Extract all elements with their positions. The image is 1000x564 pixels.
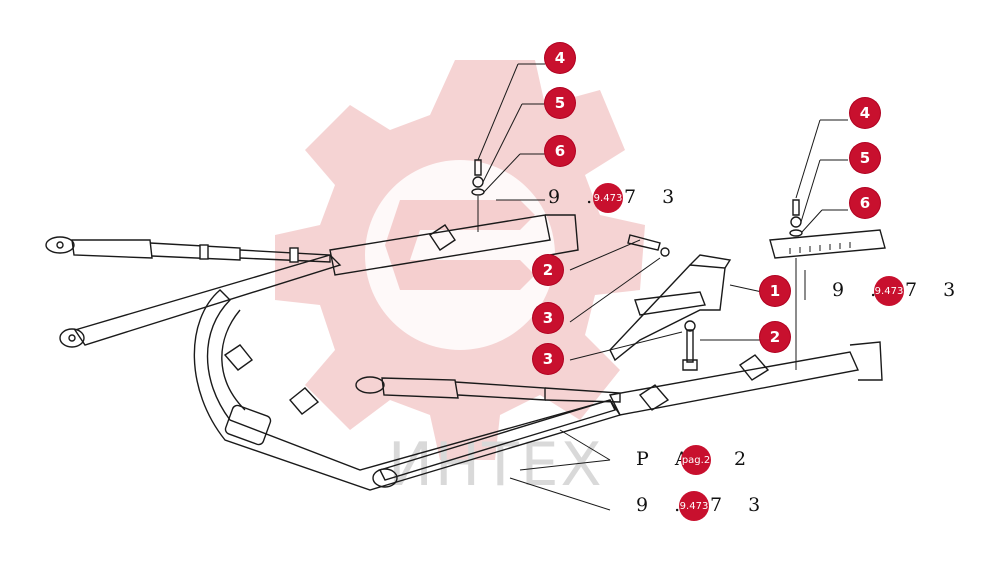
reference-suffix: 7 3 — [905, 279, 966, 301]
reference-prefix: P A — [636, 448, 699, 470]
reference-link[interactable]: 9.473 — [679, 491, 709, 521]
callout-bracket-1[interactable]: 1 — [760, 276, 790, 306]
callout-bolt-right[interactable]: 4 — [850, 98, 880, 128]
callout-bolt-2b[interactable]: 2 — [760, 322, 790, 352]
upper-hydraulic-cylinder — [45, 236, 331, 263]
callout-lock-washer-right[interactable]: 5 — [850, 143, 880, 173]
callout-washer-3b[interactable]: 3 — [533, 344, 563, 374]
callout-flat-washer[interactable]: 6 — [545, 136, 575, 166]
callout-lock-washer[interactable]: 5 — [545, 88, 575, 118]
callout-bolt[interactable]: 4 — [545, 43, 575, 73]
mounting-bracket — [609, 264, 726, 362]
reference-link[interactable]: pag.2 — [681, 445, 711, 475]
callout-washer-3[interactable]: 3 — [533, 303, 563, 333]
reference-suffix: 7 3 — [624, 186, 685, 208]
lower-hydraulic-cylinder — [355, 376, 621, 403]
reference-prefix: 9 . — [636, 494, 691, 516]
reference-link[interactable]: 9.473 — [874, 276, 904, 306]
reference-prefix: 9 . — [832, 279, 887, 301]
reference-suffix: 2 — [734, 448, 757, 470]
callout-bolt-2[interactable]: 2 — [533, 255, 563, 285]
reference-link[interactable]: 9.473 — [593, 183, 623, 213]
reference-prefix: 9 . — [548, 186, 603, 208]
reference-suffix: 7 3 — [710, 494, 771, 516]
callout-flat-washer-right[interactable]: 6 — [850, 188, 880, 218]
